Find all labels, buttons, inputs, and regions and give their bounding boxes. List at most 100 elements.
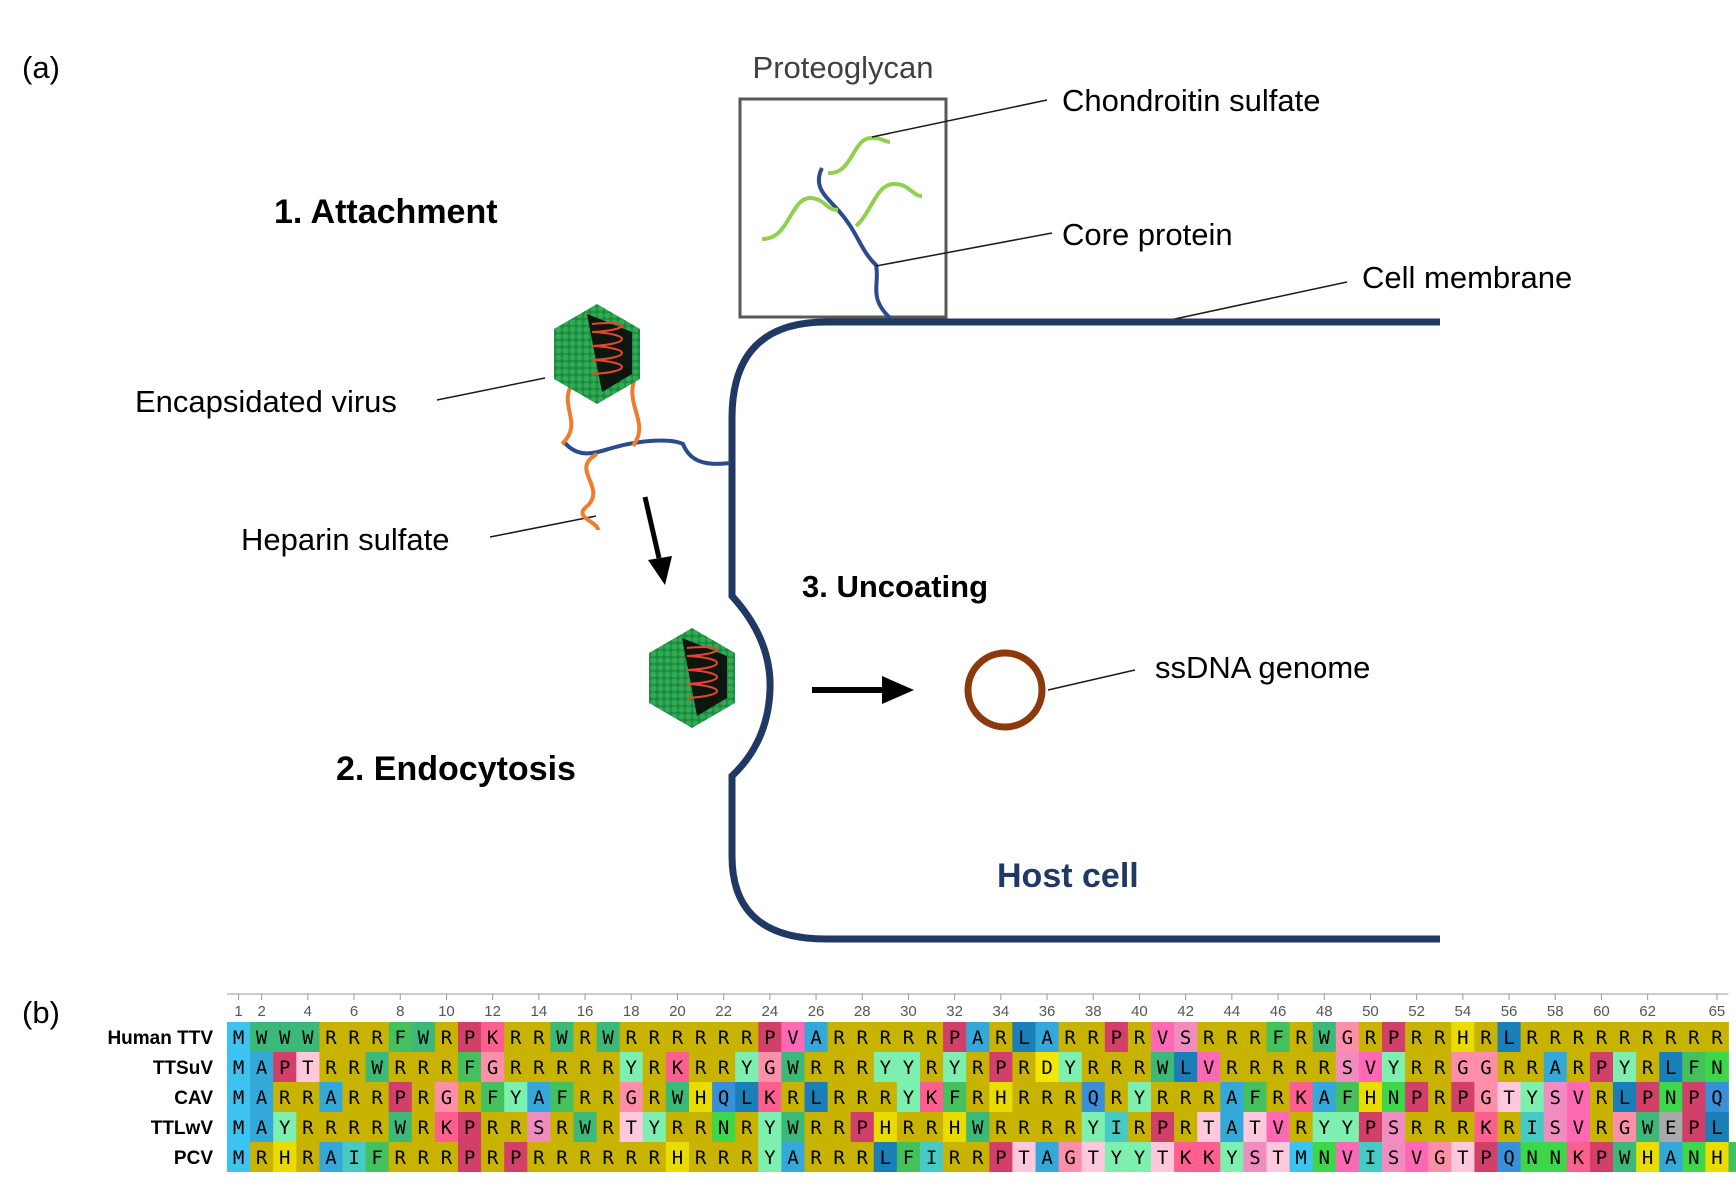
residue-cell xyxy=(619,1052,644,1082)
residue-letter: R xyxy=(1411,1117,1423,1139)
residue-cell xyxy=(1613,1142,1637,1172)
residue-letter: Y xyxy=(903,1057,915,1079)
residue-cell xyxy=(1058,1112,1083,1142)
residue-cell xyxy=(227,1022,251,1052)
residue-cell xyxy=(458,1052,482,1082)
residue-letter: M xyxy=(1295,1147,1306,1169)
residue-letter: G xyxy=(764,1057,775,1079)
residue-cell xyxy=(1243,1022,1267,1052)
residue-cell xyxy=(527,1112,551,1142)
residue-letter: W xyxy=(787,1057,799,1079)
residue-letter: Y xyxy=(764,1117,776,1139)
residue-cell xyxy=(1405,1022,1429,1052)
residue-letter: A xyxy=(1226,1087,1238,1109)
residue-cell xyxy=(1104,1112,1129,1142)
residue-cell xyxy=(1151,1052,1175,1082)
residue-letter: R xyxy=(579,1087,591,1109)
residue-cell xyxy=(1543,1082,1568,1112)
residue-cell xyxy=(943,1082,967,1112)
residue-letter: P xyxy=(464,1117,475,1139)
residue-letter: R xyxy=(256,1147,268,1169)
residue-letter: Y xyxy=(1064,1057,1076,1079)
residue-cell xyxy=(1451,1082,1475,1112)
residue-letter: R xyxy=(1596,1087,1608,1109)
residue-letter: P xyxy=(949,1027,960,1049)
residue-letter: R xyxy=(695,1027,707,1049)
residue-letter: R xyxy=(695,1117,707,1139)
residue-cell xyxy=(896,1052,921,1082)
residue-letter: Y xyxy=(1388,1057,1400,1079)
residue-letter: M xyxy=(233,1147,244,1169)
residue-cell xyxy=(1451,1142,1475,1172)
residue-cell xyxy=(827,1022,852,1052)
residue-cell xyxy=(873,1142,898,1172)
residue-letter: R xyxy=(1434,1057,1446,1079)
residue-letter: Q xyxy=(1088,1087,1099,1109)
residue-letter: R xyxy=(1526,1057,1538,1079)
residue-letter: T xyxy=(1018,1147,1029,1169)
residue-cell xyxy=(896,1142,921,1172)
residue-letter: H xyxy=(1457,1027,1468,1049)
residue-letter: W xyxy=(418,1027,430,1049)
residue-letter: Y xyxy=(510,1087,522,1109)
residue-cell xyxy=(1058,1052,1083,1082)
residue-letter: R xyxy=(371,1027,383,1049)
residue-letter: W xyxy=(371,1057,383,1079)
residue-cell xyxy=(781,1142,805,1172)
residue-cell xyxy=(1358,1022,1383,1052)
residue-letter: S xyxy=(1388,1147,1399,1169)
residue-cell xyxy=(1474,1082,1498,1112)
residue-cell xyxy=(1543,1142,1568,1172)
residue-letter: W xyxy=(602,1027,614,1049)
ruler-tick-label: 18 xyxy=(623,1003,640,1020)
residue-cell xyxy=(642,1112,667,1142)
residue-letter: T xyxy=(1203,1117,1214,1139)
residue-letter: K xyxy=(487,1027,499,1049)
residue-cell xyxy=(1566,1082,1591,1112)
residue-cell xyxy=(1474,1112,1498,1142)
residue-cell xyxy=(573,1052,597,1082)
residue-cell xyxy=(1543,1022,1568,1052)
residue-cell xyxy=(527,1142,551,1172)
residue-letter: T xyxy=(302,1057,313,1079)
residue-cell xyxy=(1289,1112,1314,1142)
residue-letter: K xyxy=(1480,1117,1492,1139)
residue-cell xyxy=(1682,1142,1706,1172)
residue-cell xyxy=(1358,1142,1383,1172)
residue-letter: L xyxy=(1711,1117,1722,1139)
residue-cell xyxy=(758,1142,782,1172)
residue-letter: R xyxy=(602,1057,614,1079)
residue-letter: L xyxy=(880,1147,891,1169)
residue-letter: R xyxy=(741,1117,753,1139)
residue-letter: R xyxy=(972,1087,984,1109)
residue-letter: A xyxy=(1226,1117,1238,1139)
residue-letter: I xyxy=(1526,1117,1537,1139)
residue-cell xyxy=(1266,1052,1290,1082)
residue-cell xyxy=(619,1082,644,1112)
residue-cell xyxy=(1289,1052,1314,1082)
residue-cell xyxy=(550,1142,574,1172)
residue-letter: R xyxy=(556,1057,568,1079)
ruler-tick-label: 1 xyxy=(234,1003,242,1020)
residue-cell xyxy=(1497,1052,1521,1082)
proteoglycan-box xyxy=(738,97,948,319)
residue-cell xyxy=(481,1082,505,1112)
residue-cell xyxy=(411,1052,436,1082)
residue-letter: K xyxy=(441,1117,453,1139)
residue-letter: R xyxy=(1180,1117,1192,1139)
residue-cell xyxy=(1566,1022,1591,1052)
residue-cell xyxy=(250,1082,274,1112)
residue-cell xyxy=(1705,1052,1729,1082)
residue-letter: R xyxy=(1226,1057,1238,1079)
residue-letter: G xyxy=(1619,1117,1630,1139)
ruler-tick-label: 16 xyxy=(577,1003,594,1020)
residue-cell xyxy=(596,1052,621,1082)
residue-letter: P xyxy=(1157,1117,1168,1139)
residue-letter: R xyxy=(556,1117,568,1139)
residue-cell xyxy=(1312,1082,1337,1112)
residue-cell xyxy=(1151,1142,1175,1172)
residue-letter: R xyxy=(1573,1027,1585,1049)
residue-cell xyxy=(966,1082,990,1112)
sequence-name: PCV xyxy=(174,1148,213,1169)
residue-cell xyxy=(481,1142,505,1172)
